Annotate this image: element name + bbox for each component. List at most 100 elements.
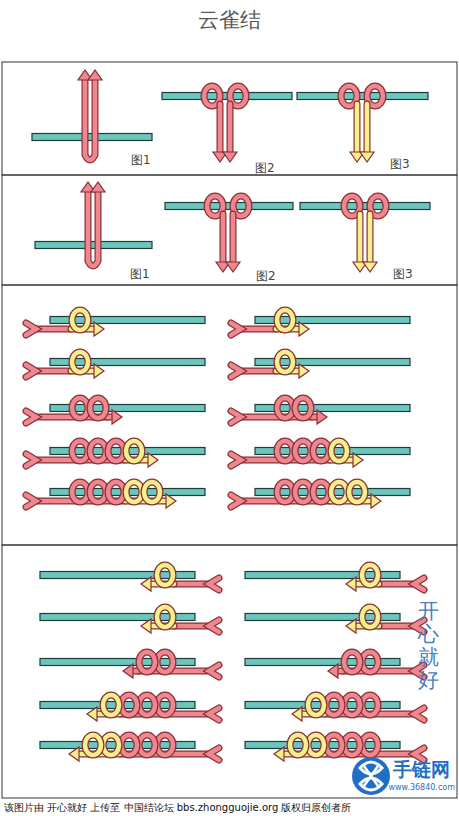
knot-cord [144, 482, 160, 502]
cord-drawings [26, 70, 430, 761]
knot-cord [121, 735, 137, 755]
image-caption: 该图片由 开心就好 上传至 中国结论坛 bbs.zhongguojie.org … [4, 801, 351, 815]
knot-cord [72, 441, 88, 461]
arrowhead [346, 619, 356, 633]
cord-outline [295, 398, 311, 418]
arrowhead [292, 707, 302, 721]
cord-outline [231, 495, 241, 507]
cord-outline [364, 104, 371, 154]
knot-cord [231, 495, 241, 507]
knot-cord [362, 695, 378, 715]
cord-outline [144, 482, 160, 502]
cord-outline [157, 607, 173, 627]
knot-cord [344, 695, 360, 715]
knot-cord [209, 665, 219, 677]
cord-outline [88, 188, 98, 266]
knot-cord [362, 735, 378, 755]
arrowhead [346, 577, 356, 591]
cord-outline [72, 310, 88, 330]
knot-cord [26, 454, 36, 466]
cord-outline [331, 441, 347, 461]
cord-outline [209, 665, 219, 677]
figure-number: 图1 [131, 152, 151, 169]
cord-outline [90, 482, 106, 502]
cord-outline [139, 735, 155, 755]
cord-outline [354, 104, 361, 154]
cord-outline [295, 482, 311, 502]
arrowhead [226, 262, 240, 272]
holding-cord [35, 242, 152, 249]
knot-cord [362, 652, 378, 672]
knot-cord [326, 735, 342, 755]
knot-cord [218, 104, 223, 154]
logo-knot [364, 766, 378, 786]
cord-outline [121, 735, 137, 755]
knot-cord [157, 565, 173, 585]
cord-outline [326, 735, 342, 755]
knot-cord [326, 695, 342, 715]
knot-cord [103, 735, 119, 755]
cord-outline [126, 482, 142, 502]
holding-cord [297, 93, 428, 100]
cord-outline [72, 441, 88, 461]
knot-cord [88, 188, 98, 266]
cord-outline [103, 735, 119, 755]
knot-cord [90, 398, 106, 418]
cord-outline [231, 411, 241, 423]
arrowhead [148, 453, 158, 467]
cord-outline [209, 748, 219, 760]
knot-cord [108, 482, 124, 502]
panel-frame [2, 175, 457, 285]
knot-cord [85, 735, 101, 755]
cord-outline [308, 735, 324, 755]
arrowhead [88, 70, 102, 80]
knot-cord [231, 365, 241, 377]
knot-cord [26, 365, 36, 377]
knot-cord [72, 398, 88, 418]
cord-outline [209, 708, 219, 720]
cord-outline [26, 323, 36, 335]
arrowhead [299, 364, 309, 378]
panel-frames [2, 62, 457, 798]
arrowhead [123, 664, 133, 678]
knot-cord [108, 441, 124, 461]
arrowhead [141, 577, 151, 591]
figure-number: 图2 [255, 160, 275, 177]
knot-cord [126, 482, 142, 502]
cord-outline [139, 695, 155, 715]
logo-knot [360, 762, 382, 790]
cord-outline [367, 214, 374, 264]
cord-outline [331, 482, 347, 502]
knot-cord [414, 708, 424, 720]
arrowhead [274, 747, 284, 761]
panel-frame [2, 545, 457, 798]
knot-cord [349, 482, 365, 502]
knot-cord [90, 441, 106, 461]
knot-cord [295, 398, 311, 418]
cord-outline [90, 398, 106, 418]
logo-circle [352, 757, 390, 795]
knot-cord [277, 398, 293, 418]
cord-outline [344, 735, 360, 755]
cord-outline [26, 495, 36, 507]
cord-outline [277, 352, 293, 372]
knot-cord [139, 695, 155, 715]
cord-outline [26, 411, 36, 423]
cord-outline [85, 76, 95, 160]
knot-cord [365, 104, 370, 154]
cord-outline [230, 214, 237, 264]
knot-cord [26, 323, 36, 335]
cord-outline [414, 578, 424, 590]
cord-outline [72, 398, 88, 418]
arrowhead [353, 453, 363, 467]
holding-cord [300, 203, 430, 210]
arrowhead [363, 262, 377, 272]
knot-cord [72, 352, 88, 372]
knot-cord [277, 352, 293, 372]
arrowhead [371, 494, 381, 508]
cord-outline [157, 695, 173, 715]
knot-cord [157, 695, 173, 715]
knot-cord [157, 607, 173, 627]
holding-cord [165, 203, 293, 210]
